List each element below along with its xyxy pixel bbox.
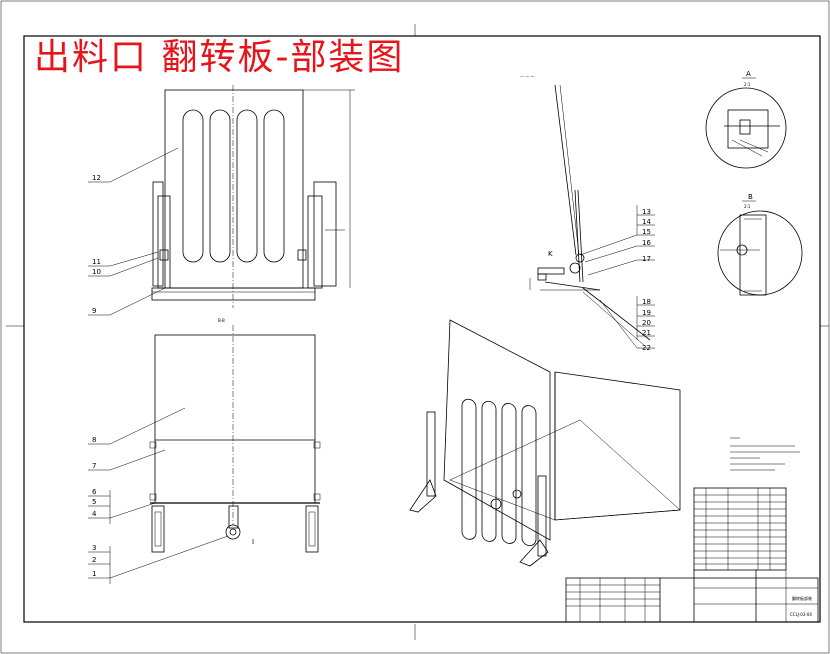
part-no-17: 17 xyxy=(642,255,651,263)
side-view: — — — K xyxy=(520,74,651,347)
part-no-14: 14 xyxy=(642,218,651,226)
part-no-18: 18 xyxy=(642,298,651,306)
drawing-title: 出料口 翻转板-部装图 xyxy=(34,37,405,78)
section-a-label: A xyxy=(746,70,751,78)
section-b-ratio: 2:1 xyxy=(744,204,751,209)
part-no-3: 3 xyxy=(92,544,96,552)
technical-notes xyxy=(730,437,800,471)
front-view xyxy=(151,85,355,308)
inner-frame xyxy=(23,35,821,623)
section-a-ratio: 2:1 xyxy=(744,82,751,87)
part-no-21: 21 xyxy=(642,329,651,337)
part-no-20: 20 xyxy=(642,319,651,327)
left-callouts: 12 11 10 9 8 7 6 5 4 3 2 1 I xyxy=(88,147,254,584)
callout-i: I xyxy=(252,538,254,546)
svg-text:B-B: B-B xyxy=(218,318,225,323)
part-no-19: 19 xyxy=(642,309,651,317)
part-no-7: 7 xyxy=(92,462,96,470)
part-no-16: 16 xyxy=(642,239,651,247)
callout-k: K xyxy=(548,250,553,258)
part-no-4: 4 xyxy=(92,510,97,518)
section-b-label: B xyxy=(748,193,753,201)
part-no-9: 9 xyxy=(92,307,96,315)
detail-b: B 2:1 xyxy=(717,193,803,296)
title-block-drawing-no: CCLJ-03-04 xyxy=(790,612,812,617)
part-no-2: 2 xyxy=(92,556,96,564)
part-no-13: 13 xyxy=(642,208,651,216)
part-no-12: 12 xyxy=(92,174,101,182)
part-no-8: 8 xyxy=(92,436,96,444)
top-view: B-B xyxy=(149,318,321,553)
right-callouts: 13 14 15 16 17 18 19 20 21 22 xyxy=(579,205,655,352)
detail-a: A 2:1 xyxy=(705,70,787,169)
part-no-11: 11 xyxy=(92,258,101,266)
part-no-5: 5 xyxy=(92,498,96,506)
svg-text:— — —: — — — xyxy=(520,74,535,79)
title-block: 翻转板部装 CCLJ-03-04 xyxy=(565,570,819,623)
part-no-15: 15 xyxy=(642,228,651,236)
part-no-22: 22 xyxy=(642,344,651,352)
isometric-view xyxy=(409,319,681,567)
part-no-10: 10 xyxy=(92,268,101,276)
part-no-6: 6 xyxy=(92,488,97,496)
bill-of-materials xyxy=(693,487,787,571)
part-no-1: 1 xyxy=(92,570,96,578)
title-block-name: 翻转板部装 xyxy=(792,595,812,601)
